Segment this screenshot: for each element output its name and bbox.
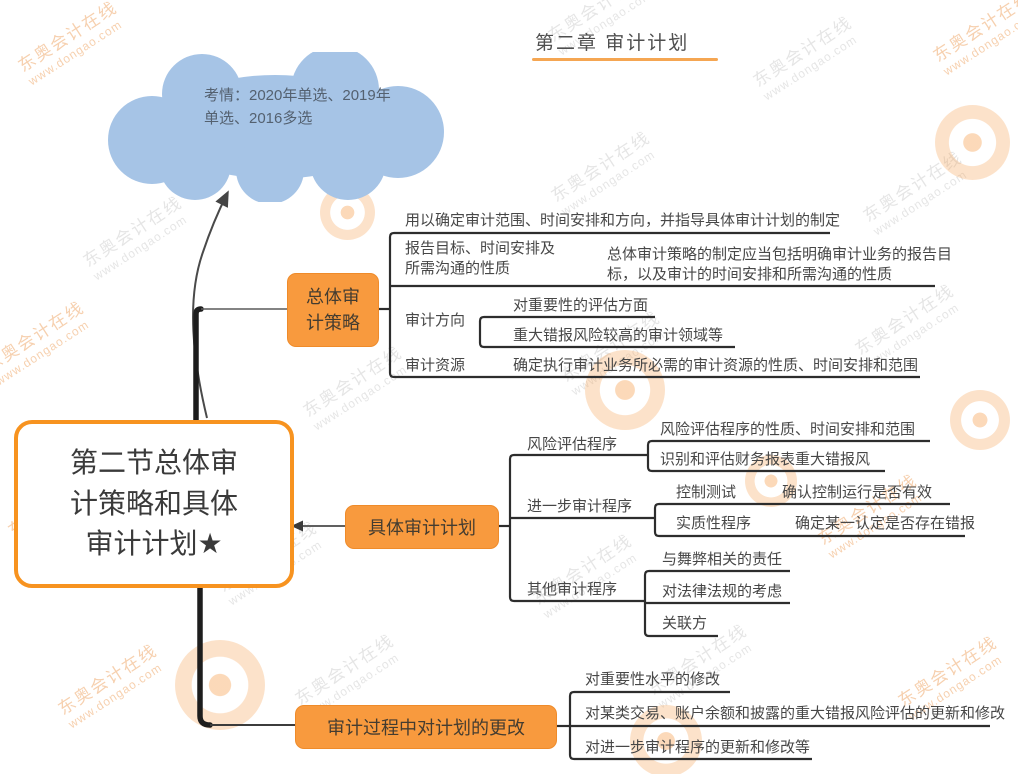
title-underline: [532, 58, 718, 61]
node-other-procedures[interactable]: 其他审计程序: [527, 581, 618, 598]
node-other-item[interactable]: 关联方: [662, 615, 708, 632]
node-direction-item[interactable]: 对重要性的评估方面: [513, 297, 649, 314]
root-topic[interactable]: 第二节总体审计策略和具体审计计划★: [14, 420, 294, 588]
topic-overall-strategy-label: 总体审计策略: [306, 286, 360, 333]
node-other-item[interactable]: 与舞弊相关的责任: [662, 551, 783, 568]
page-title: 第二章 审计计划: [535, 33, 690, 54]
node-substantive-detail[interactable]: 确定某一认定是否存在错报: [795, 515, 976, 532]
node-report-goal-detail[interactable]: 总体审计策略的制定应当包括明确审计业务的报告目标，以及审计的时间安排和所需沟通的…: [607, 246, 953, 284]
root-topic-label: 第二节总体审计策略和具体审计计划★: [69, 447, 238, 560]
node-further-procedures[interactable]: 进一步审计程序: [527, 498, 633, 515]
topic-specific-plan-label: 具体审计计划: [368, 518, 476, 538]
node-risk-procedures[interactable]: 风险评估程序: [527, 436, 618, 453]
node-control-test-detail[interactable]: 确认控制运行是否有效: [782, 484, 933, 501]
node-change-item[interactable]: 对进一步审计程序的更新和修改等: [585, 739, 811, 756]
node-resource-detail[interactable]: 确定执行审计业务所必需的审计资源的性质、时间安排和范围: [513, 357, 919, 374]
node-substantive[interactable]: 实质性程序: [676, 515, 752, 532]
topic-plan-changes-label: 审计过程中对计划的更改: [327, 718, 525, 738]
node-control-test[interactable]: 控制测试: [676, 484, 737, 501]
node-audit-resource[interactable]: 审计资源: [405, 357, 466, 374]
node-other-item[interactable]: 对法律法规的考虑: [662, 583, 783, 600]
node-report-goal[interactable]: 报告目标、时间安排及所需沟通的性质: [405, 240, 556, 278]
node-change-item[interactable]: 对某类交易、账户余额和披露的重大错报风险评估的更新和修改: [585, 705, 1006, 722]
exam-note: 考情：2020年单选、2019年单选、2016多选: [204, 87, 391, 128]
node-direction-item[interactable]: 重大错报风险较高的审计领域等: [513, 327, 724, 344]
topic-specific-plan[interactable]: 具体审计计划: [345, 505, 499, 549]
node-risk-item[interactable]: 风险评估程序的性质、时间安排和范围: [660, 421, 916, 438]
node-risk-item[interactable]: 识别和评估财务报表重大错报风: [660, 451, 871, 468]
node-audit-direction[interactable]: 审计方向: [405, 312, 466, 329]
cloud-shape[interactable]: [90, 52, 460, 202]
topic-overall-strategy[interactable]: 总体审计策略: [287, 273, 379, 347]
node-overall-scope[interactable]: 用以确定审计范围、时间安排和方向，并指导具体审计计划的制定: [405, 212, 841, 229]
topic-plan-changes[interactable]: 审计过程中对计划的更改: [295, 705, 557, 749]
node-change-item[interactable]: 对重要性水平的修改: [585, 671, 721, 688]
